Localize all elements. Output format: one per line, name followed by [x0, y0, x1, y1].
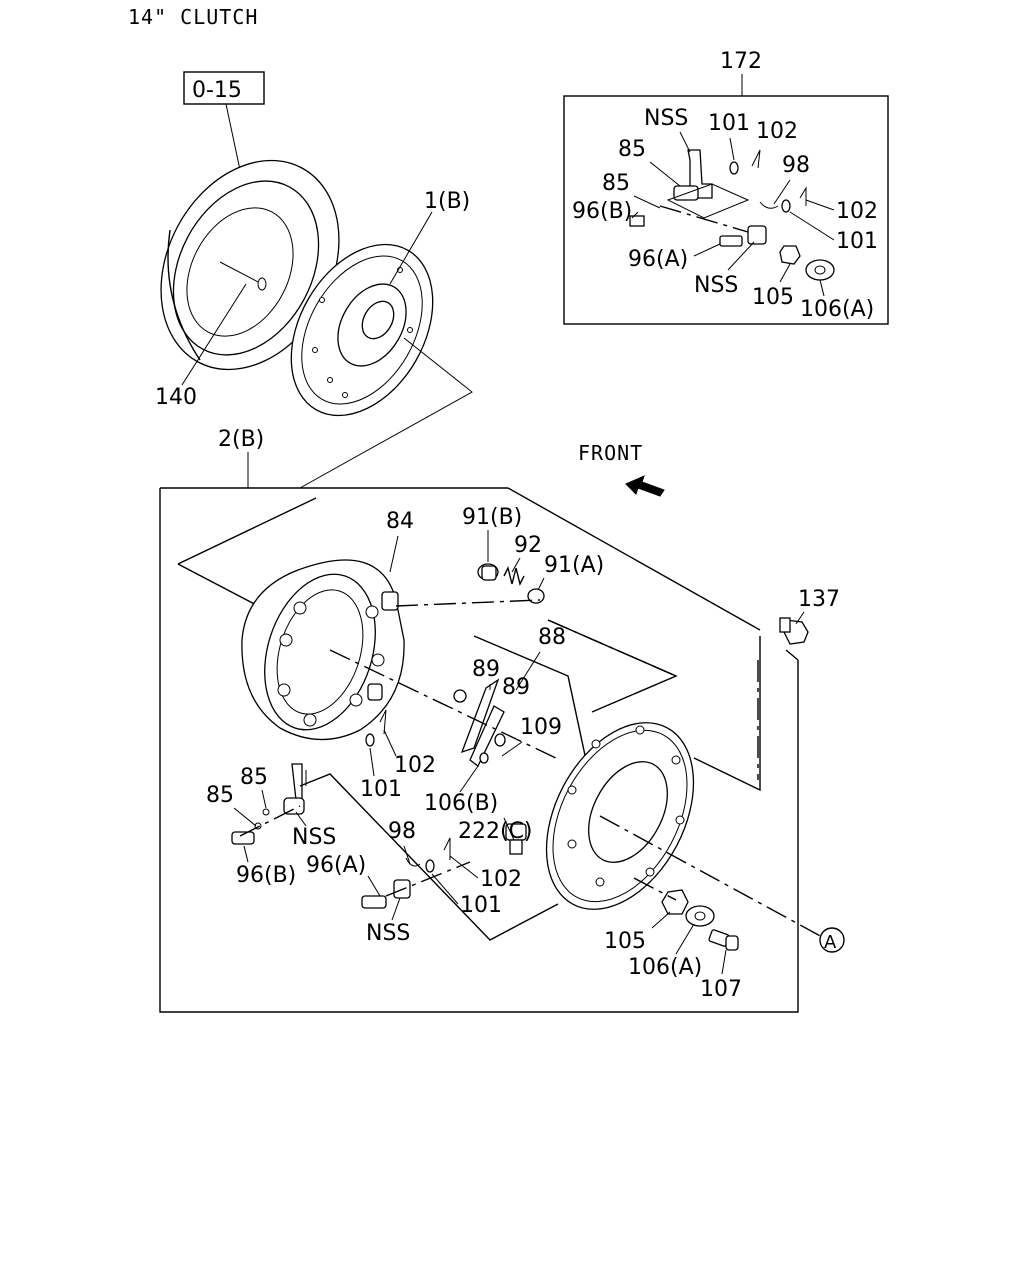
- callout-106a-a: 106(A): [800, 297, 874, 322]
- callout-102-a: 102: [756, 119, 798, 144]
- callout-nss-c: NSS: [292, 825, 336, 850]
- callout-102-c: 102: [394, 753, 436, 778]
- front-label: FRONT: [578, 441, 643, 465]
- callout-85-c: 85: [206, 783, 234, 808]
- callout-85-b: 85: [602, 171, 630, 196]
- callout-85-d: 85: [240, 765, 268, 790]
- callout-105-a: 105: [752, 285, 794, 310]
- drive-straps: [453, 678, 506, 767]
- callout-222c: 222(C): [458, 819, 533, 844]
- clutch-cover: [241, 559, 405, 741]
- callout-101-b: 101: [836, 229, 878, 254]
- reference-circle-a[interactable]: A: [819, 927, 845, 953]
- callout-96a-a: 96(A): [628, 247, 688, 272]
- clutch-disc: [290, 243, 434, 417]
- callout-98-a: 98: [782, 153, 810, 178]
- flywheel: [160, 159, 340, 371]
- callout-101-d: 101: [460, 893, 502, 918]
- reference-circle-a-label: A: [824, 932, 837, 953]
- callout-109: 109: [520, 715, 562, 740]
- callout-1b: 1(B): [424, 189, 470, 214]
- callout-96b-a: 96(B): [572, 199, 632, 224]
- callout-nss-b: NSS: [694, 273, 738, 298]
- callout-85-a: 85: [618, 137, 646, 162]
- reference-box-label: 0-15: [192, 78, 242, 103]
- bushing-spring-group: [477, 563, 545, 604]
- callout-106a-b: 106(A): [628, 955, 702, 980]
- callout-140: 140: [155, 385, 197, 410]
- reference-box[interactable]: 0-15: [183, 71, 265, 105]
- diagram-title: 14" CLUTCH: [128, 5, 258, 29]
- callout-91b: 91(B): [462, 505, 522, 530]
- inset-box-172: 172 NSS 101 102 85 85 98 96(B) 102 101: [563, 49, 889, 325]
- bolt-137: [779, 617, 809, 645]
- callout-137: 137: [798, 587, 840, 612]
- callout-105-b: 105: [604, 929, 646, 954]
- release-lever-assembly: [231, 763, 451, 909]
- callout-84: 84: [386, 509, 414, 534]
- callout-96b-b: 96(B): [236, 863, 296, 888]
- callout-89-b: 89: [502, 675, 530, 700]
- callout-92: 92: [514, 533, 542, 558]
- pressure-plate: [545, 722, 695, 910]
- callout-96a-b: 96(A): [306, 853, 366, 878]
- callout-89-a: 89: [472, 657, 500, 682]
- front-arrow-icon: [625, 475, 665, 497]
- callout-107: 107: [700, 977, 742, 1002]
- callout-nss-a: NSS: [644, 106, 688, 131]
- callout-91a: 91(A): [544, 553, 604, 578]
- callout-nss-d: NSS: [366, 921, 410, 946]
- callout-2b: 2(B): [218, 427, 264, 452]
- callout-106b: 106(B): [424, 791, 498, 816]
- callout-172: 172: [720, 49, 762, 74]
- callout-102-b: 102: [836, 199, 878, 224]
- callout-88: 88: [538, 625, 566, 650]
- nut-washer-bolt-group: [661, 889, 739, 951]
- callout-101-a: 101: [708, 111, 750, 136]
- callout-101-c: 101: [360, 777, 402, 802]
- bolt-222c: [505, 823, 527, 855]
- callout-98-b: 98: [388, 819, 416, 844]
- callout-102-d: 102: [480, 867, 522, 892]
